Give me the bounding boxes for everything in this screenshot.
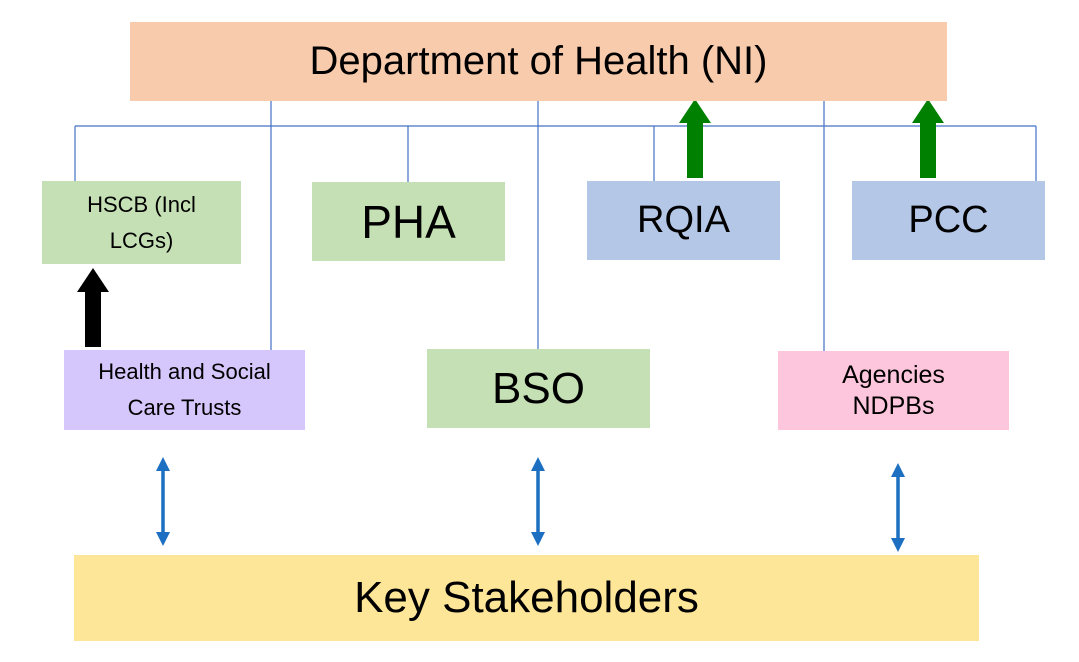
node-agencies: Agencies NDPBs bbox=[778, 351, 1009, 430]
node-rqia: RQIA bbox=[587, 181, 780, 260]
up-arrow-pcc bbox=[912, 99, 944, 178]
up-arrow-rqia bbox=[679, 99, 711, 178]
node-pcc-label: PCC bbox=[908, 199, 989, 241]
node-bso: BSO bbox=[427, 349, 650, 428]
node-pha: PHA bbox=[312, 182, 505, 261]
node-agencies-text: Agencies NDPBs bbox=[842, 360, 945, 422]
node-hscb-line2: LCGs) bbox=[109, 227, 174, 253]
node-pha-label: PHA bbox=[361, 195, 456, 248]
node-trusts-line1: Health and Social bbox=[98, 359, 271, 384]
node-stakeholders-label: Key Stakeholders bbox=[354, 573, 699, 622]
node-rqia-label: RQIA bbox=[637, 199, 730, 241]
node-trusts-text: Health and Social Care Trusts bbox=[98, 354, 270, 426]
node-hscb-text: HSCB (Incl LCGs) bbox=[87, 187, 196, 259]
node-hscb: HSCB (Incl LCGs) bbox=[42, 181, 241, 264]
node-hscb-line1: HSCB (Incl bbox=[87, 191, 196, 217]
node-agencies-line2: NDPBs bbox=[852, 391, 935, 420]
node-agencies-line1: Agencies bbox=[842, 360, 945, 389]
node-bso-label: BSO bbox=[492, 363, 585, 413]
node-trusts: Health and Social Care Trusts bbox=[64, 350, 305, 430]
node-department-label: Department of Health (NI) bbox=[309, 39, 768, 83]
up-arrow-trusts bbox=[77, 268, 109, 347]
node-trusts-line2: Care Trusts bbox=[127, 395, 242, 420]
node-stakeholders: Key Stakeholders bbox=[74, 555, 979, 641]
node-pcc: PCC bbox=[852, 181, 1045, 260]
node-department: Department of Health (NI) bbox=[130, 22, 947, 101]
